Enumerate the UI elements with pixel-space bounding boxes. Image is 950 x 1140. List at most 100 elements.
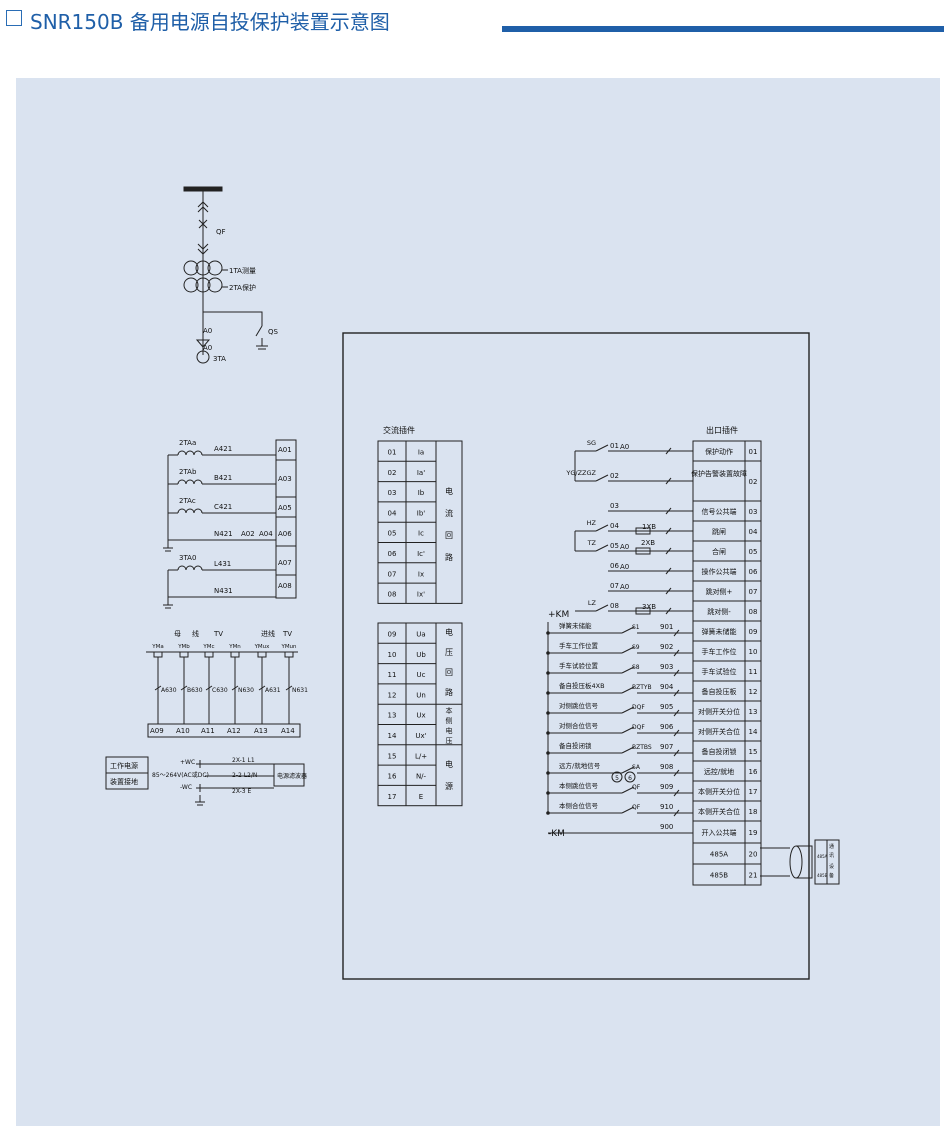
plugin-block	[377, 622, 463, 807]
wc-label: -WC	[180, 784, 192, 791]
group-char: 回	[445, 531, 453, 540]
pin-number: 13	[388, 712, 397, 720]
pin-signal: 本侧开关合位	[698, 807, 740, 816]
contact-label: HZ	[587, 519, 597, 527]
voltage-circuit: 母 线 TV 进线 TV YMaA630A09YMbB630A10YMcC630…	[146, 629, 308, 738]
contact-label: DQF	[632, 704, 645, 711]
contact-icon	[621, 646, 635, 654]
pin-signal: Ic'	[417, 550, 425, 558]
wire-label: A04	[259, 530, 273, 538]
a0-label: A0	[203, 327, 212, 335]
link-icon	[673, 809, 680, 817]
pin-number: 07	[749, 588, 758, 596]
pin-signal: 合闸	[712, 547, 726, 556]
junction-dot	[546, 651, 550, 655]
contact-icon	[595, 524, 609, 532]
pin-number: 03	[749, 508, 758, 516]
terminal-label: A01	[278, 446, 292, 454]
output-plugin-title: 出口插件	[706, 425, 738, 435]
ct-label: 2TAc	[179, 497, 196, 505]
input-label: 本侧跳位信号	[559, 781, 599, 790]
pin-signal: 开入公共端	[702, 828, 737, 837]
fuse-icon	[230, 651, 240, 658]
pin-signal: E	[419, 793, 423, 801]
pin-signal: 跳闸	[712, 527, 726, 536]
pin-number: 04	[388, 509, 397, 517]
junction-dot	[546, 691, 550, 695]
title-square-icon	[6, 10, 22, 26]
ym-label: YMux	[254, 644, 271, 650]
pin-signal: 对侧开关合位	[698, 727, 740, 736]
group-char: 源	[445, 782, 453, 791]
link-icon	[673, 689, 680, 697]
link-icon	[665, 507, 672, 515]
pin-number: 11	[749, 668, 758, 676]
wire-number: 08	[610, 602, 619, 610]
group-char: 电	[445, 627, 453, 637]
group-char: 压	[446, 737, 453, 745]
wire-label: N630	[238, 687, 254, 694]
junction-dot	[546, 811, 550, 815]
contact-label: LZ	[588, 599, 597, 607]
qs-label: QS	[268, 328, 279, 336]
comm-a-label: 485A	[817, 854, 828, 859]
wire-number: 02	[610, 472, 619, 480]
contact-icon	[621, 766, 635, 774]
pin-number: 06	[749, 568, 758, 576]
wire-label: A0	[620, 543, 629, 551]
contact-label: BZTBS	[632, 744, 652, 751]
junction-dot	[546, 731, 550, 735]
ac-plugin-title: 交流插件	[383, 425, 415, 435]
wire-number: 910	[660, 803, 673, 811]
contact-label: DQF	[632, 724, 645, 731]
wire-label: N431	[214, 587, 233, 595]
page-title: SNR150B 备用电源自投保护装置示意图	[30, 10, 390, 34]
plugin-block	[692, 440, 762, 886]
link-icon	[673, 649, 680, 657]
single-line-diagram: QF 1TA测量 2TA保护 A0 A0 3TA QS	[183, 186, 279, 364]
ct-icon	[195, 260, 211, 276]
group-char: 电	[446, 726, 453, 735]
group-char: 本	[446, 706, 453, 715]
terminal-label: A09	[150, 727, 164, 735]
ct-icon	[183, 260, 199, 276]
junction-dot	[546, 751, 550, 755]
contact-icon	[595, 474, 609, 482]
pin-number: 17	[388, 793, 397, 801]
group-char: 电	[445, 486, 453, 496]
terminal-label: A10	[176, 727, 190, 735]
group-char: 流	[445, 508, 453, 518]
input-label: 本侧合位信号	[559, 801, 599, 810]
pin-signal: Ux	[416, 712, 425, 720]
input-label: 弹簧未储能	[559, 621, 592, 630]
pin-signal: 485A	[710, 851, 728, 859]
pin-signal: N/-	[416, 773, 427, 781]
terminal-label: 2X-1 L1	[232, 757, 255, 764]
pin-number: 12	[388, 691, 397, 699]
contact-label: S1	[632, 624, 640, 631]
wire-number: 03	[610, 502, 619, 510]
input-label: 对侧跳位信号	[559, 701, 599, 710]
pin-number: 09	[388, 631, 397, 639]
wire-number: 908	[660, 763, 673, 771]
contact-icon	[621, 726, 635, 734]
ta3-label: 3TA	[213, 355, 226, 363]
group-char: 侧	[446, 716, 453, 725]
wire-label: B630	[187, 687, 203, 694]
terminal-label: A08	[278, 582, 292, 590]
ac-current-circuit: A01 A03 A05 A06 A07 A08 2TAa A421 2TAb B…	[163, 439, 297, 609]
terminal-label: A07	[278, 559, 292, 567]
pin-number: 19	[749, 829, 758, 837]
ta1-label: 1TA测量	[229, 267, 256, 275]
link-icon	[665, 477, 672, 485]
pin-signal: 跳对侧+	[706, 587, 733, 596]
comm-label: 通	[829, 843, 834, 850]
comm-label: 设	[829, 863, 834, 870]
wire-number: 04	[610, 522, 619, 530]
pin-signal: Ub	[416, 651, 426, 659]
link-icon	[205, 685, 213, 691]
pin-signal: 远控/就地	[704, 767, 734, 776]
terminal-label: A03	[278, 475, 292, 483]
